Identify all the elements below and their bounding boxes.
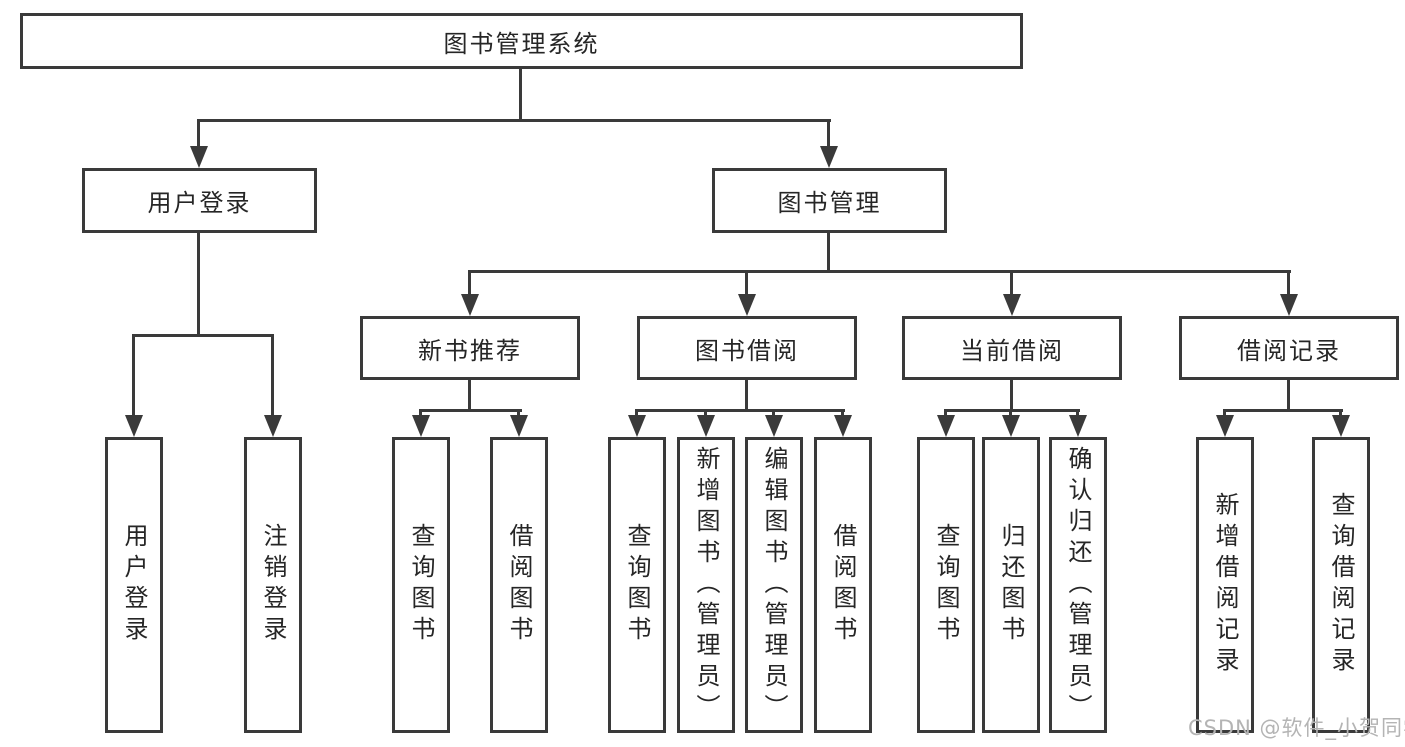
connector-line xyxy=(1010,273,1013,296)
arrow-down-icon xyxy=(1003,294,1021,316)
arrow-down-icon xyxy=(765,415,783,437)
connector-line xyxy=(517,409,520,417)
leaf-logout: 注销登录 xyxy=(244,437,302,733)
connector-line xyxy=(745,380,748,412)
arrow-down-icon xyxy=(937,415,955,437)
leaf-borrow-books: 借阅图书 xyxy=(814,437,872,733)
leaf-borrow-books-recommend: 借阅图书 xyxy=(490,437,548,733)
connector-line xyxy=(519,69,522,122)
arrow-down-icon xyxy=(1069,415,1087,437)
leaf-user-login: 用户登录 xyxy=(105,437,163,733)
arrow-down-icon xyxy=(1280,294,1298,316)
node-label: 用户登录 xyxy=(147,189,252,217)
arrow-down-icon xyxy=(738,294,756,316)
node-label: 借阅记录 xyxy=(1237,336,1341,365)
node-label: 图书借阅 xyxy=(695,336,799,365)
node-label: 图书管理系统 xyxy=(443,29,600,58)
leaf-query-books-current: 查询图书 xyxy=(917,437,975,733)
node-label: 新书推荐 xyxy=(418,336,522,365)
arrow-down-icon xyxy=(264,415,282,437)
node-borrow-records: 借阅记录 xyxy=(1179,316,1399,380)
leaf-edit-book-admin: 编辑图书（管理员） xyxy=(745,437,803,733)
arrow-down-icon xyxy=(820,146,838,168)
connector-line xyxy=(944,409,1080,412)
node-label: 新增图书（管理员） xyxy=(692,445,720,725)
connector-line xyxy=(1287,380,1290,412)
leaf-confirm-return-admin: 确认归还（管理员） xyxy=(1049,437,1107,733)
arrow-down-icon xyxy=(510,415,528,437)
connector-line xyxy=(132,334,274,337)
connector-line xyxy=(197,233,200,337)
leaf-add-borrow-record: 新增借阅记录 xyxy=(1196,437,1254,733)
node-user-login: 用户登录 xyxy=(82,168,317,233)
connector-line xyxy=(197,122,200,150)
node-library-system: 图书管理系统 xyxy=(20,13,1023,69)
connector-line xyxy=(827,122,830,150)
connector-line xyxy=(419,409,522,412)
connector-line xyxy=(841,409,844,417)
node-label: 新增借阅记录 xyxy=(1211,492,1239,678)
arrow-down-icon xyxy=(125,415,143,437)
node-label: 查询图书 xyxy=(932,523,960,647)
connector-line xyxy=(468,273,471,296)
connector-line xyxy=(419,409,422,417)
node-label: 查询借阅记录 xyxy=(1327,492,1355,678)
node-label: 用户登录 xyxy=(120,523,148,647)
node-label: 当前借阅 xyxy=(960,336,1064,365)
connector-line xyxy=(944,409,947,417)
connector-line xyxy=(745,273,748,296)
node-current-borrow: 当前借阅 xyxy=(902,316,1122,380)
connector-line xyxy=(635,409,845,412)
node-new-book-recommend: 新书推荐 xyxy=(360,316,580,380)
connector-line xyxy=(1287,273,1290,296)
leaf-query-borrow-record: 查询借阅记录 xyxy=(1312,437,1370,733)
node-label: 编辑图书（管理员） xyxy=(760,445,788,725)
node-label: 归还图书 xyxy=(997,523,1025,647)
leaf-return-book: 归还图书 xyxy=(982,437,1040,733)
node-label: 查询图书 xyxy=(623,523,651,647)
connector-line xyxy=(772,409,775,417)
arrow-down-icon xyxy=(697,415,715,437)
node-label: 确认归还（管理员） xyxy=(1064,445,1092,725)
arrow-down-icon xyxy=(1002,415,1020,437)
connector-line xyxy=(827,233,830,273)
connector-line xyxy=(197,119,831,122)
node-label: 查询图书 xyxy=(407,523,435,647)
node-label: 注销登录 xyxy=(259,523,287,647)
connector-line xyxy=(468,380,471,412)
connector-line xyxy=(468,270,1291,273)
node-label: 借阅图书 xyxy=(505,523,533,647)
leaf-query-books-recommend: 查询图书 xyxy=(392,437,450,733)
watermark: CSDN @软件_小贺同学 xyxy=(1188,716,1405,740)
arrow-down-icon xyxy=(1332,415,1350,437)
connector-line xyxy=(132,337,135,417)
arrow-down-icon xyxy=(1216,415,1234,437)
arrow-down-icon xyxy=(190,146,208,168)
node-book-management: 图书管理 xyxy=(712,168,947,233)
connector-line xyxy=(635,409,638,417)
node-label: 图书管理 xyxy=(777,189,882,217)
arrow-down-icon xyxy=(834,415,852,437)
connector-line xyxy=(704,409,707,417)
arrow-down-icon xyxy=(412,415,430,437)
arrow-down-icon xyxy=(461,294,479,316)
leaf-query-books-borrow: 查询图书 xyxy=(608,437,666,733)
arrow-down-icon xyxy=(628,415,646,437)
connector-line xyxy=(1339,409,1342,417)
node-book-borrow: 图书借阅 xyxy=(637,316,857,380)
connector-line xyxy=(271,337,274,417)
connector-line xyxy=(1223,409,1343,412)
connector-line xyxy=(1009,409,1012,417)
leaf-add-book-admin: 新增图书（管理员） xyxy=(677,437,735,733)
connector-line xyxy=(1223,409,1226,417)
node-label: 借阅图书 xyxy=(829,523,857,647)
connector-line xyxy=(1010,380,1013,412)
connector-line xyxy=(1076,409,1079,417)
